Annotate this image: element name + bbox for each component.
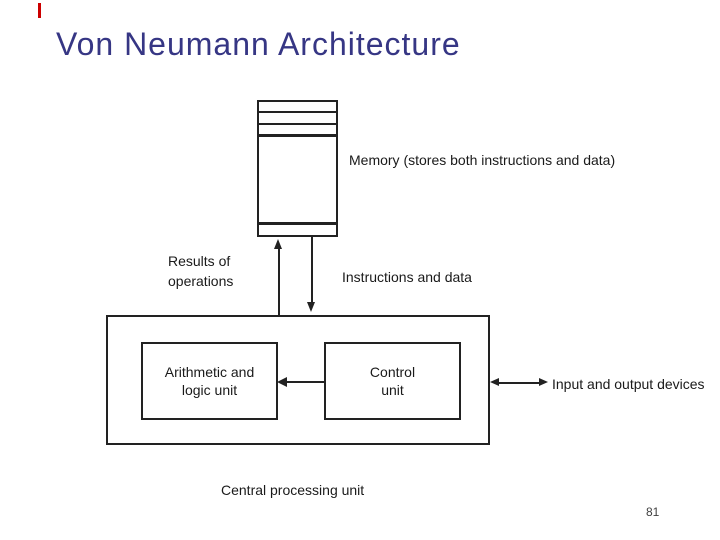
alu-box: Arithmetic and logic unit	[141, 342, 278, 420]
io-devices-label: Input and output devices	[552, 376, 705, 392]
memory-box	[257, 100, 338, 237]
arrow-left-icon	[277, 377, 287, 387]
arrow-right-icon	[539, 378, 548, 386]
memory-row-divider	[259, 123, 336, 125]
control-unit-box: Control unit	[324, 342, 461, 420]
slide-title: Von Neumann Architecture	[56, 26, 461, 62]
instructions-label: Instructions and data	[342, 269, 472, 285]
memory-row-divider	[259, 111, 336, 113]
arrow-up-icon	[274, 239, 282, 249]
control-unit-label: Control unit	[369, 364, 416, 398]
control-to-alu-arrow-shaft	[285, 381, 325, 383]
results-label: Results of operations	[168, 253, 234, 289]
arrow-left-icon	[490, 378, 499, 386]
instructions-arrow-shaft	[311, 237, 313, 304]
slide-accent-mark	[38, 3, 41, 18]
page-number: 81	[646, 505, 660, 519]
cpu-caption: Central processing unit	[221, 482, 365, 498]
memory-row-divider-thick	[259, 134, 336, 137]
memory-label: Memory (stores both instructions and dat…	[349, 152, 616, 168]
arrow-down-icon	[307, 302, 315, 312]
results-arrow-shaft	[278, 248, 280, 315]
memory-row-divider-thick	[259, 222, 336, 225]
io-arrow-shaft	[496, 382, 542, 384]
alu-label: Arithmetic and logic unit	[164, 364, 255, 398]
